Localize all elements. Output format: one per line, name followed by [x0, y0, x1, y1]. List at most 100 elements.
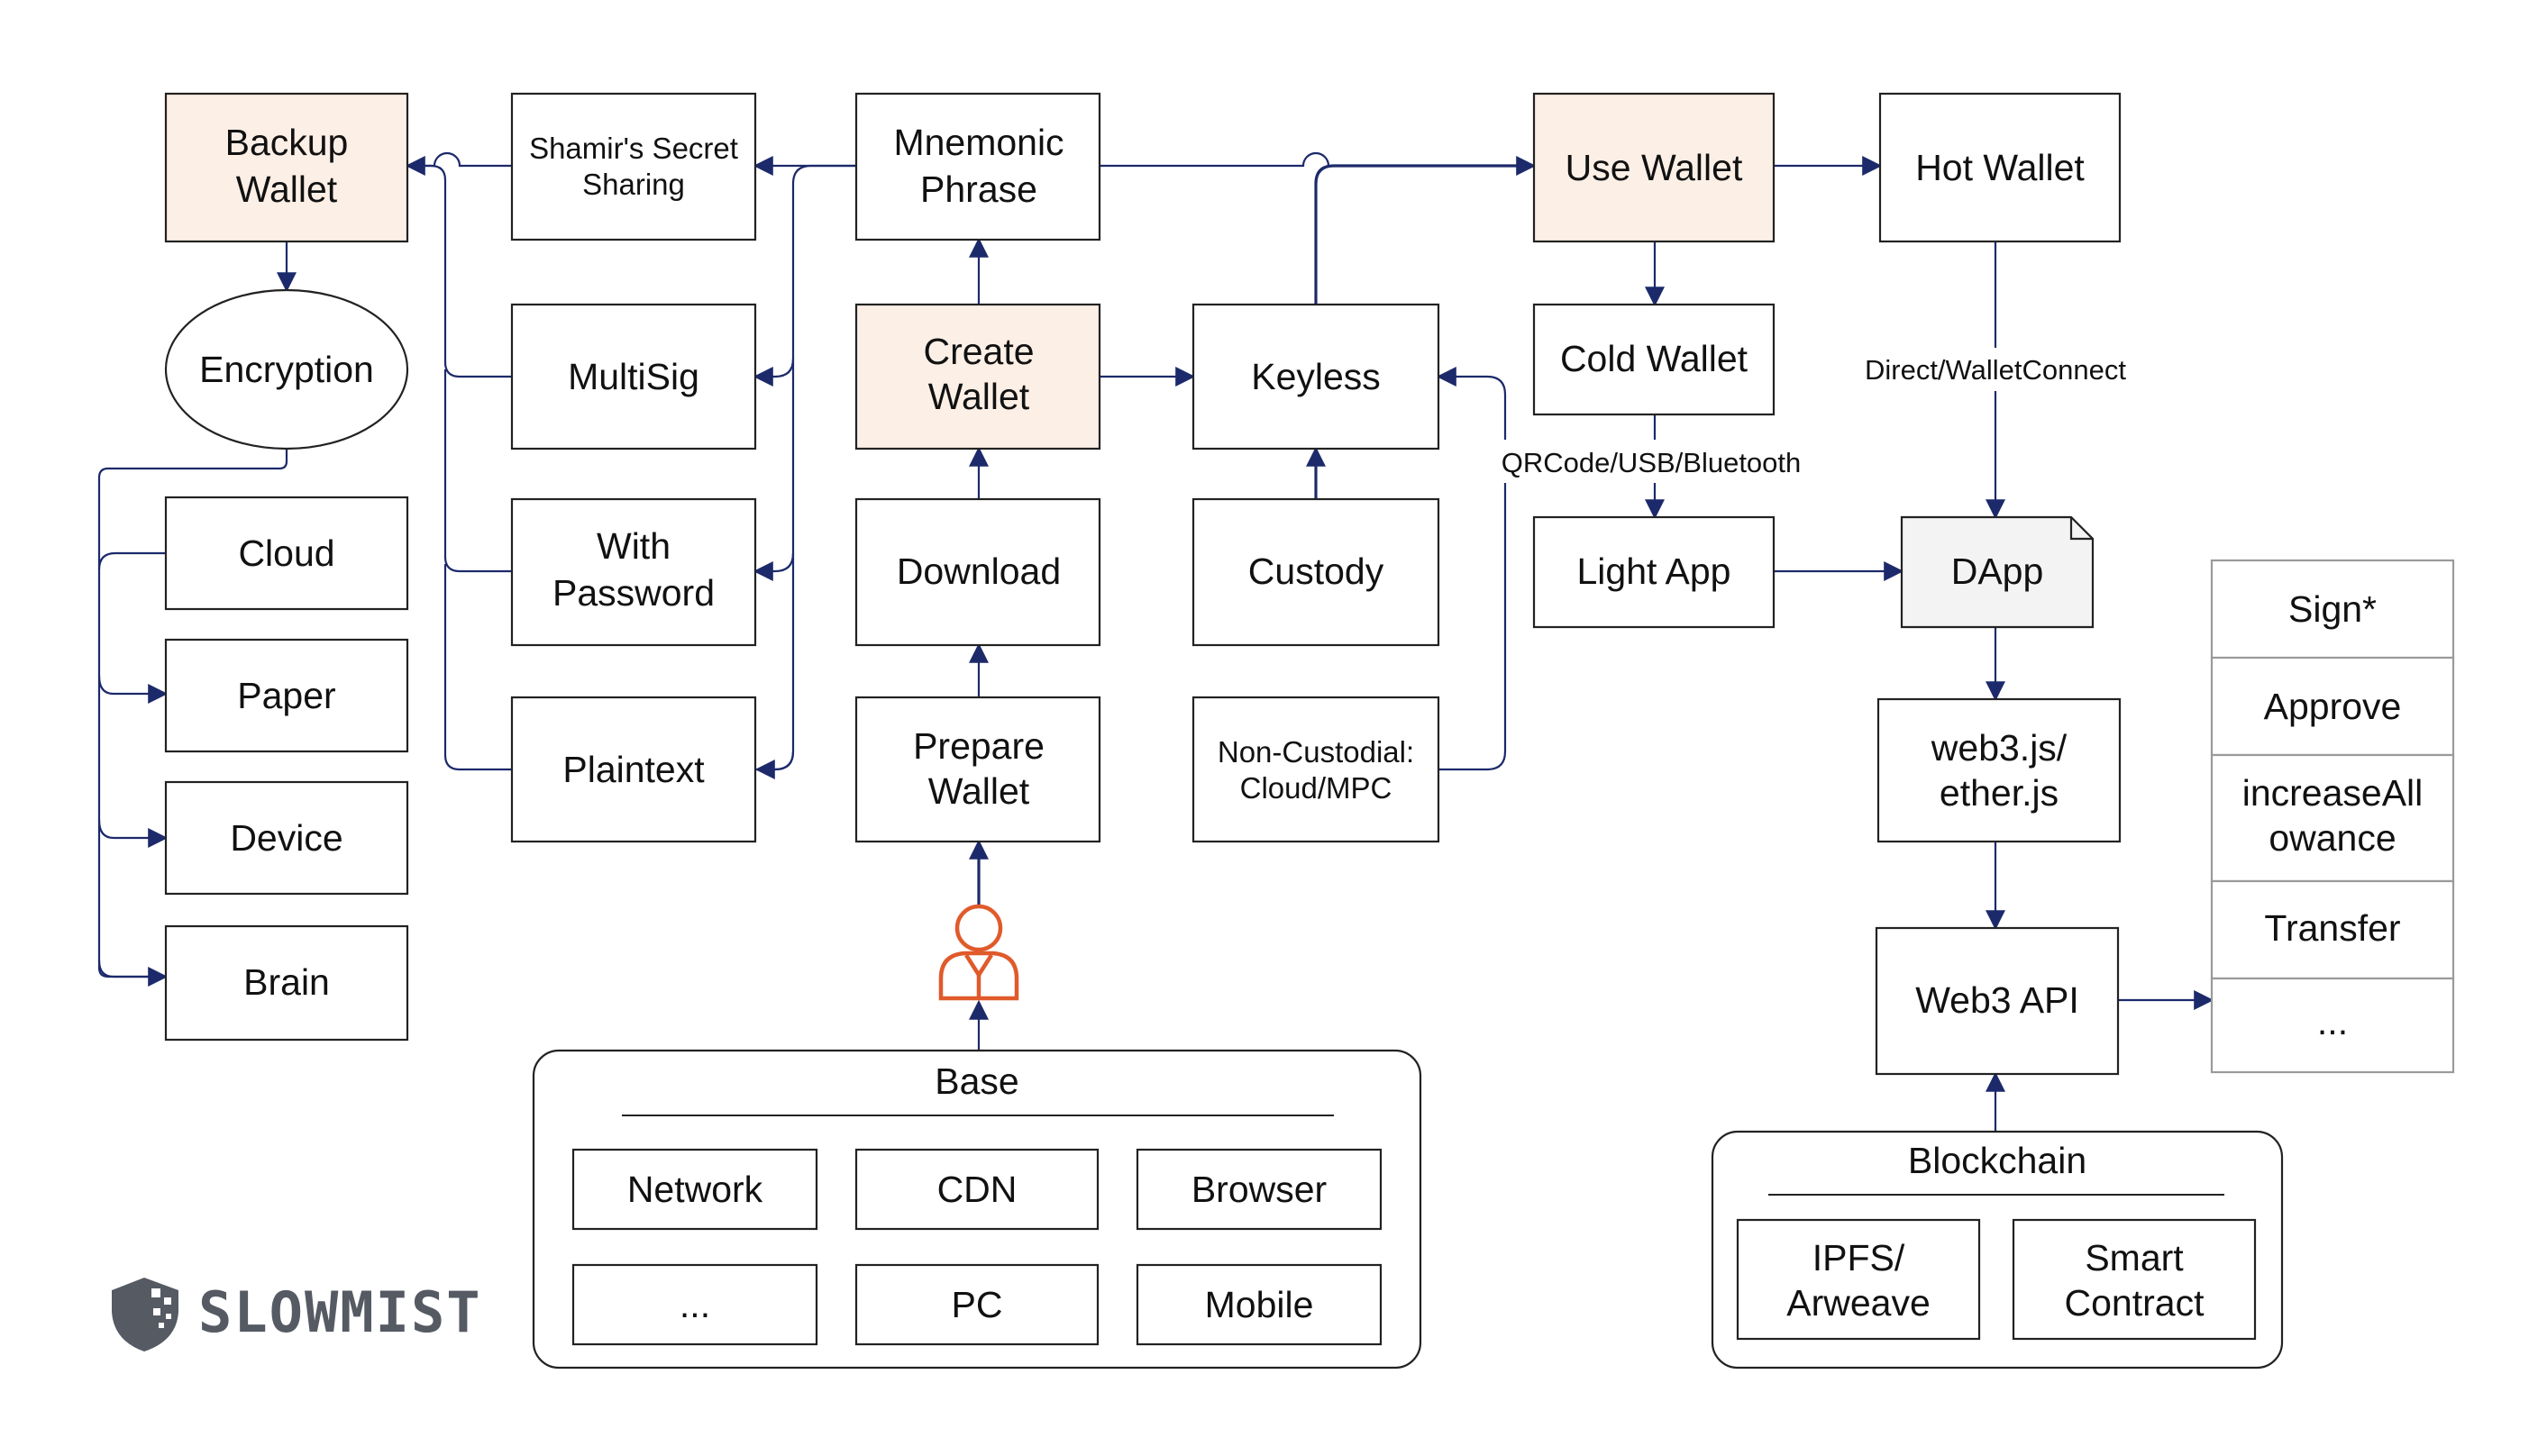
node-device: Device — [164, 780, 409, 896]
base-item-network: Network — [571, 1148, 818, 1231]
node-use-wallet: Use Wallet — [1532, 92, 1776, 243]
svg-text:Use Wallet: Use Wallet — [1566, 147, 1743, 188]
edge-plaintext-to-trunk — [443, 564, 512, 771]
action-more — [2210, 977, 2455, 1074]
svg-text:MultiSig: MultiSig — [568, 356, 699, 397]
svg-text:PC: PC — [952, 1284, 1003, 1325]
base-item-more: ... — [571, 1263, 818, 1346]
node-custody: Custody — [1191, 497, 1440, 647]
svg-text:Hot Wallet: Hot Wallet — [1915, 147, 2085, 188]
node-non-custodial: Non-Custodial:Cloud/MPC — [1191, 696, 1440, 843]
svg-text:Browser: Browser — [1191, 1169, 1327, 1210]
node-plaintext: Plaintext — [510, 696, 757, 843]
edge-noncustodial-to-keyless — [1436, 367, 1507, 771]
edge-keyless-to-usewallet — [1314, 156, 1537, 305]
node-multisig: MultiSig — [510, 303, 757, 450]
action-approve — [2210, 656, 2455, 757]
node-dapp: DApp — [1900, 515, 2095, 629]
node-light-app: Light App — [1532, 515, 1776, 629]
action-more-label: ... — [2317, 1001, 2348, 1042]
action-increase-allowance — [2210, 753, 2455, 883]
group-base: Base Network CDN Browser ... PC Mobile — [532, 1049, 1422, 1370]
edge-shamir-to-backup — [405, 151, 512, 176]
action-sign-label: Sign* — [2288, 588, 2377, 630]
svg-text:Light App: Light App — [1577, 551, 1731, 592]
blockchain-item-ipfs: IPFS/Arweave — [1736, 1218, 1981, 1341]
node-web3js: web3.js/ether.js — [1876, 697, 2122, 843]
node-brain: Brain — [164, 924, 409, 1042]
edge-mnemonic-to-usewallet — [1100, 151, 1352, 168]
node-download: Download — [854, 497, 1101, 647]
node-hot-wallet: Hot Wallet — [1878, 92, 2122, 243]
svg-text:DApp: DApp — [1951, 551, 2044, 592]
svg-text:IPFS/Arweave: IPFS/Arweave — [1786, 1237, 1931, 1324]
base-item-mobile: Mobile — [1136, 1263, 1383, 1346]
edges — [97, 151, 2214, 1132]
edge-methods-trunk-to-backup — [407, 164, 512, 378]
node-encryption: Encryption — [164, 288, 409, 450]
blockchain-title: Blockchain — [1908, 1140, 2086, 1181]
svg-text:Cold Wallet: Cold Wallet — [1560, 338, 1748, 379]
svg-text:CDN: CDN — [937, 1169, 1018, 1210]
action-approve-label: Approve — [2264, 686, 2402, 727]
node-cloud: Cloud — [164, 496, 409, 611]
base-item-pc: PC — [854, 1263, 1100, 1346]
edge-storage-to-brain — [97, 960, 169, 987]
edge-encryption-to-storage — [97, 449, 288, 978]
action-sign — [2210, 559, 2455, 660]
svg-text:...: ... — [680, 1284, 710, 1325]
svg-text:Plaintext: Plaintext — [562, 749, 705, 790]
edge-label-walletconnect: Direct/WalletConnect — [1865, 354, 2126, 386]
svg-text:Keyless: Keyless — [1251, 356, 1381, 397]
slowmist-shield-icon — [112, 1278, 178, 1351]
edge-storage-to-cloud — [97, 551, 166, 570]
edge-label-qrcode: QRCode/USB/Bluetooth — [1502, 447, 1802, 478]
edge-mnemonic-to-methods-trunk — [755, 164, 856, 771]
svg-text:Network: Network — [627, 1169, 763, 1210]
node-paper: Paper — [164, 638, 409, 753]
svg-text:Paper: Paper — [237, 675, 335, 716]
slowmist-wordmark: SLOWMIST — [198, 1279, 482, 1345]
edge-storage-to-paper — [97, 675, 169, 704]
edge-mnemonic-to-password — [753, 552, 795, 581]
action-transfer-label: Transfer — [2264, 907, 2400, 949]
svg-text:Non-Custodial:Cloud/MPC: Non-Custodial:Cloud/MPC — [1218, 735, 1414, 805]
svg-text:Encryption: Encryption — [199, 349, 374, 390]
svg-text:Mobile: Mobile — [1205, 1284, 1314, 1325]
base-item-cdn: CDN — [854, 1148, 1100, 1231]
svg-text:web3.js/ether.js: web3.js/ether.js — [1931, 727, 2068, 814]
slowmist-logo: SLOWMIST — [112, 1278, 482, 1351]
svg-text:Brain: Brain — [243, 961, 330, 1003]
base-item-browser: Browser — [1136, 1148, 1383, 1231]
svg-text:Download: Download — [897, 551, 1061, 592]
node-cold-wallet: Cold Wallet — [1532, 303, 1776, 416]
edge-mnemonic-to-multisig — [753, 358, 795, 387]
person-icon — [938, 904, 1019, 1001]
svg-text:Cloud: Cloud — [238, 532, 334, 574]
svg-text:Web3 API: Web3 API — [1915, 979, 2079, 1021]
base-title: Base — [935, 1060, 1018, 1102]
edge-mnemonic-to-plaintext — [754, 751, 795, 779]
edge-storage-to-device — [97, 819, 169, 848]
edge-password-to-trunk — [443, 369, 512, 573]
svg-text:Custody: Custody — [1248, 551, 1384, 592]
node-web3-api: Web3 API — [1875, 926, 2120, 1076]
